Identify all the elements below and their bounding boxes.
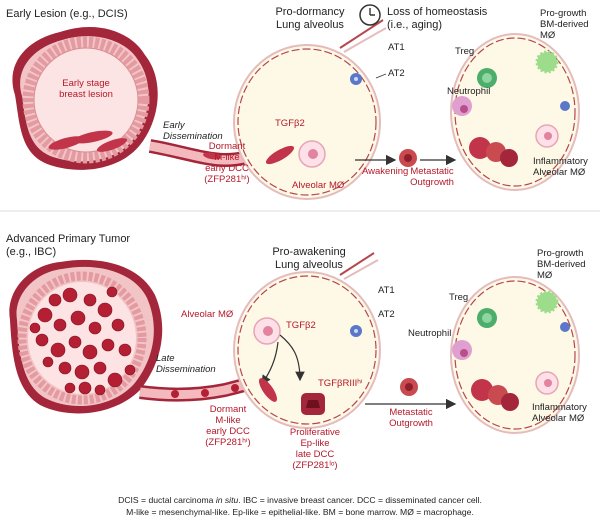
footnote-abbreviations: DCIS = ductal carcinoma in situ. IBC = i… bbox=[118, 495, 482, 517]
at1-label-bottom: AT1 bbox=[378, 285, 395, 296]
pro-dormancy-alveolus bbox=[233, 19, 387, 200]
awakening-label: Awakening bbox=[362, 166, 409, 177]
tgfb2-label-bottom: TGFβ2 bbox=[286, 320, 316, 331]
tgfbr3-label: TGFβRIIIʰⁱ bbox=[318, 378, 363, 389]
early-lesion-graphic bbox=[12, 26, 158, 170]
alveolar-macrophage-label-bottom: Alveolar MØ bbox=[181, 309, 234, 320]
awakening-cell bbox=[399, 149, 417, 167]
clock-icon bbox=[359, 4, 381, 26]
treg-label-bottom: Treg bbox=[449, 292, 469, 303]
at2-label-bottom: AT2 bbox=[378, 309, 395, 320]
neutrophil-label-bottom: Neutrophil bbox=[408, 328, 452, 339]
alveolar-macrophage-label: Alveolar MØ bbox=[292, 180, 345, 191]
aging-label: Loss of homeostasis(i.e., aging) bbox=[387, 6, 488, 31]
pro-awakening-alveolus bbox=[233, 252, 381, 429]
at1-label: AT1 bbox=[388, 42, 405, 53]
advanced-tumor-title: Advanced Primary Tumor(e.g., IBC) bbox=[6, 233, 131, 258]
neutrophil-label: Neutrophil bbox=[447, 86, 491, 97]
early-lesion-title: Early Lesion (e.g., DCIS) bbox=[6, 8, 128, 20]
outgrowth-alveolus-bottom bbox=[450, 276, 580, 434]
late-outgrowth-cell bbox=[400, 378, 418, 396]
at2-label: AT2 bbox=[388, 68, 405, 79]
tgfb2-label: TGFβ2 bbox=[275, 118, 305, 129]
treg-label: Treg bbox=[455, 46, 475, 57]
advanced-tumor-graphic bbox=[9, 259, 163, 414]
outgrowth-alveolus-top bbox=[450, 33, 580, 191]
